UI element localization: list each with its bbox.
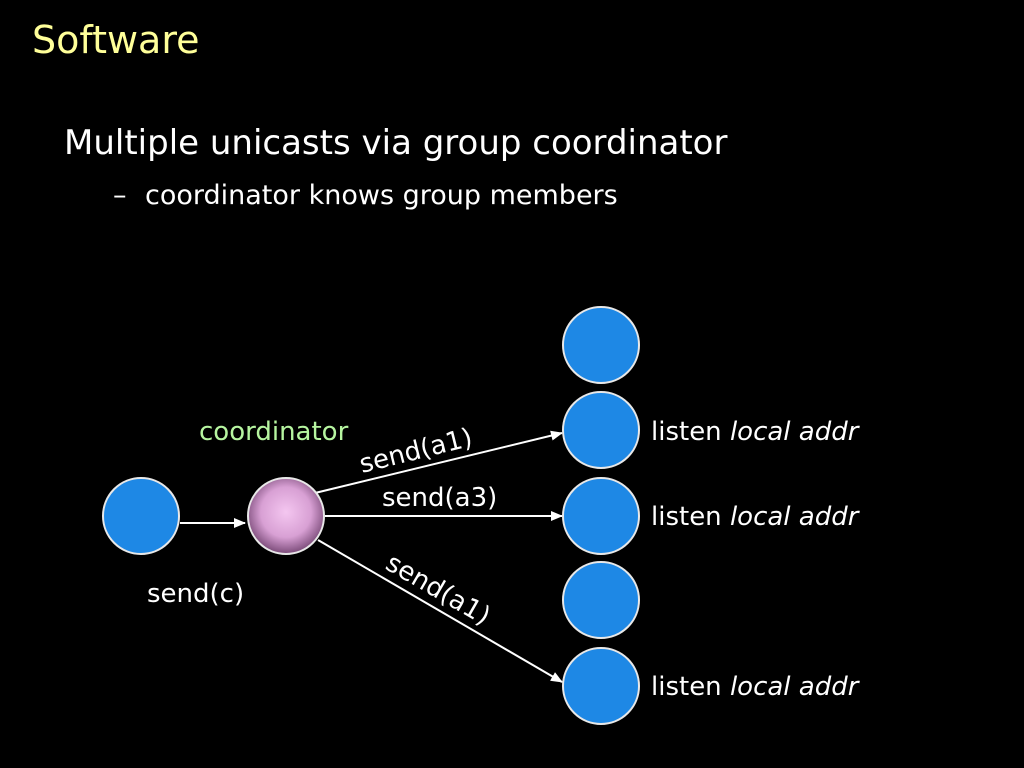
local-addr-text: local addr — [730, 672, 861, 702]
listen-prefix: listen — [651, 672, 730, 702]
receiver-node-2 — [562, 391, 640, 469]
listen-label-2: listen local addr — [651, 502, 861, 532]
receiver-node-4 — [562, 561, 640, 639]
receiver-node-3 — [562, 477, 640, 555]
main-bullet: Multiple unicasts via group coordinator — [64, 123, 728, 163]
sub-bullet: –coordinator knows group members — [113, 180, 618, 211]
listen-label-1: listen local addr — [651, 417, 861, 447]
sub-bullet-dash: – — [113, 180, 127, 211]
listen-prefix: listen — [651, 417, 730, 447]
send-a1-top-label: send(a1) — [356, 423, 475, 480]
listen-label-3: listen local addr — [651, 672, 861, 702]
sub-bullet-text: coordinator knows group members — [145, 180, 618, 211]
edge-coordinator-to-receiver-2 — [314, 430, 563, 494]
receiver-node-5 — [562, 647, 640, 725]
send-c-label: send(c) — [147, 579, 244, 609]
local-addr-text: local addr — [730, 417, 861, 447]
coordinator-node — [247, 477, 325, 555]
send-a1-bottom-label: send(a1) — [381, 548, 496, 632]
edge-coordinator-to-receiver-5 — [317, 539, 563, 683]
sender-node — [102, 477, 180, 555]
local-addr-text: local addr — [730, 502, 861, 532]
send-a3-label: send(a3) — [382, 483, 497, 513]
slide-title: Software — [32, 18, 200, 62]
coordinator-label: coordinator — [199, 417, 349, 447]
listen-prefix: listen — [651, 502, 730, 532]
receiver-node-1 — [562, 306, 640, 384]
